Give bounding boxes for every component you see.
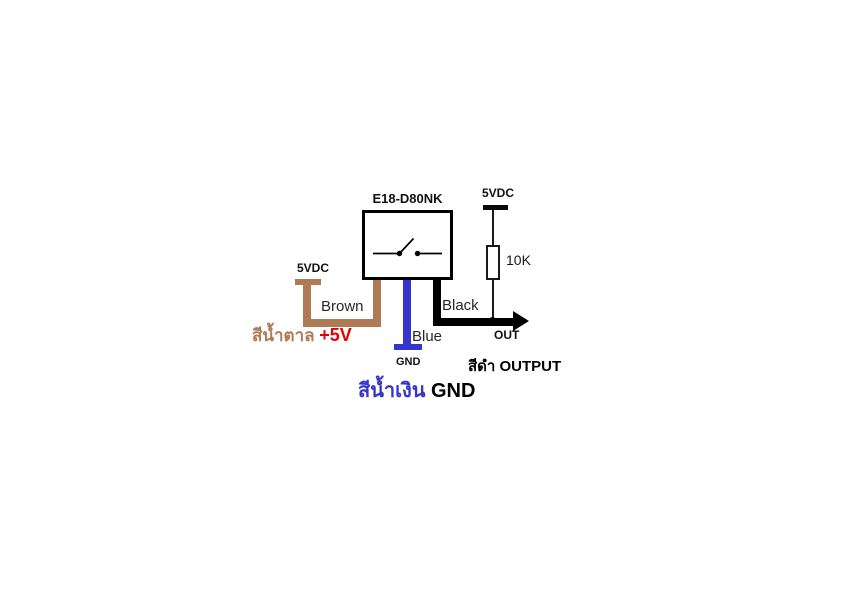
out-label: OUT [494,328,520,342]
resistor-bottom-lead [492,280,494,321]
annotation-blue: สีน้ำเงิน GND [358,374,475,406]
resistor-label: 10K [506,252,531,268]
black-wire-horizontal [433,318,515,326]
resistor-top-lead [492,210,494,245]
annotation-blue-thai: สีน้ำเงิน [358,380,426,402]
black-wire-vertical [433,280,441,326]
blue-wire-tbar [394,344,422,350]
blue-wire-label: Blue [412,328,443,345]
supply-label-right: 5VDC [481,186,514,200]
brown-wire-bottom [303,319,381,327]
annotation-blue-signal: GND [430,380,476,402]
sensor-box [362,210,453,280]
resistor-body [486,245,500,280]
blue-wire-vertical [403,280,411,350]
brown-wire-label: Brown [321,298,364,315]
sensor-title: E18-D80NK [372,191,443,206]
annotation-black-signal: OUTPUT [499,358,562,375]
black-wire-label: Black [442,297,479,314]
annotation-brown-signal: +5V [319,325,352,345]
brown-wire-left [303,279,311,327]
out-arrowhead-icon [513,311,529,331]
annotation-black-thai: สีดำ [468,358,496,375]
brown-wire-right [373,280,381,327]
annotation-brown: สีน้ำตาล +5V [252,322,352,349]
annotation-black: สีดำ OUTPUT [468,354,561,378]
supply-label-left: 5VDC [296,261,329,275]
switch-symbol-icon [362,210,453,280]
supply-rail-right [483,205,508,210]
gnd-label: GND [396,356,421,368]
annotation-brown-thai: สีน้ำตาล [252,326,315,345]
